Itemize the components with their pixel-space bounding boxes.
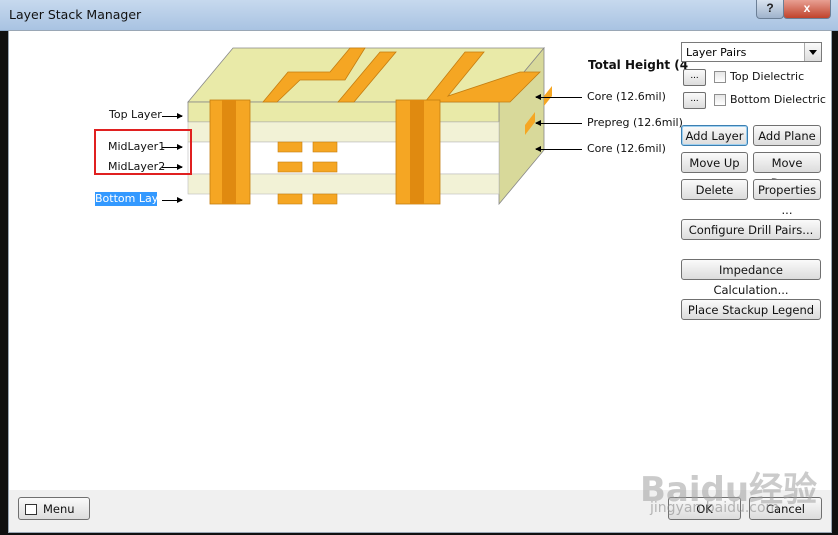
annotation-box xyxy=(94,129,192,175)
midlayer1-arrow xyxy=(162,144,183,150)
move-down-button[interactable]: Move Down xyxy=(753,152,821,190)
bottom-layer-label: Bottom Layer xyxy=(95,192,170,205)
place-stackup-legend-button[interactable]: Place Stackup Legend xyxy=(681,299,821,320)
top-layer-arrow xyxy=(162,113,183,119)
top-dielectric-dots-button[interactable]: ... xyxy=(683,69,706,86)
impedance-calculation-button[interactable]: Impedance Calculation... xyxy=(681,259,821,297)
bottom-layer-label-selected[interactable]: Bottom Layer xyxy=(95,192,170,206)
core-top-arrow xyxy=(535,94,582,100)
midlayer2-label[interactable]: MidLayer2 xyxy=(108,160,166,173)
move-up-button[interactable]: Move Up xyxy=(681,152,748,173)
total-height-label: Total Height (4 xyxy=(588,58,689,72)
properties-button[interactable]: Properties ... xyxy=(753,179,821,217)
ok-button[interactable]: OK xyxy=(668,497,741,520)
core-bottom-label: Core (12.6mil) xyxy=(587,142,666,155)
core-top-label: Core (12.6mil) xyxy=(587,90,666,103)
midlayer1-label[interactable]: MidLayer1 xyxy=(108,140,166,153)
delete-button[interactable]: Delete xyxy=(681,179,748,200)
top-layer-label[interactable]: Top Layer xyxy=(109,108,162,121)
menu-button[interactable]: Menu xyxy=(18,497,90,520)
bottom-dielectric-label: Bottom Dielectric xyxy=(730,93,826,106)
top-dielectric-label: Top Dielectric xyxy=(730,70,805,83)
menu-label: Menu xyxy=(43,502,75,516)
add-plane-button[interactable]: Add Plane xyxy=(753,125,821,146)
add-layer-button[interactable]: Add Layer xyxy=(681,125,748,146)
watermark-url: jingyan.baidu.com xyxy=(650,500,780,516)
watermark-logo: Baidu经验 xyxy=(640,470,818,510)
core-bottom-arrow xyxy=(535,146,582,152)
bottom-dielectric-checkbox[interactable] xyxy=(714,94,726,106)
prepreg-arrow xyxy=(535,120,582,126)
menu-icon xyxy=(25,504,37,515)
top-dielectric-checkbox[interactable] xyxy=(714,71,726,83)
midlayer2-arrow xyxy=(162,164,183,170)
bottom-dielectric-dots-button[interactable]: ... xyxy=(683,92,706,109)
configure-drill-pairs-button[interactable]: Configure Drill Pairs... xyxy=(681,219,821,240)
cancel-button[interactable]: Cancel xyxy=(749,497,822,520)
chevron-down-icon[interactable] xyxy=(804,43,821,61)
layer-pairs-value: Layer Pairs xyxy=(686,46,747,59)
bottom-layer-arrow xyxy=(162,197,183,203)
window-title: Layer Stack Manager xyxy=(9,7,142,22)
layer-pairs-select[interactable]: Layer Pairs xyxy=(681,42,822,62)
close-button[interactable]: x xyxy=(783,0,831,19)
prepreg-label: Prepreg (12.6mil) xyxy=(587,116,683,129)
